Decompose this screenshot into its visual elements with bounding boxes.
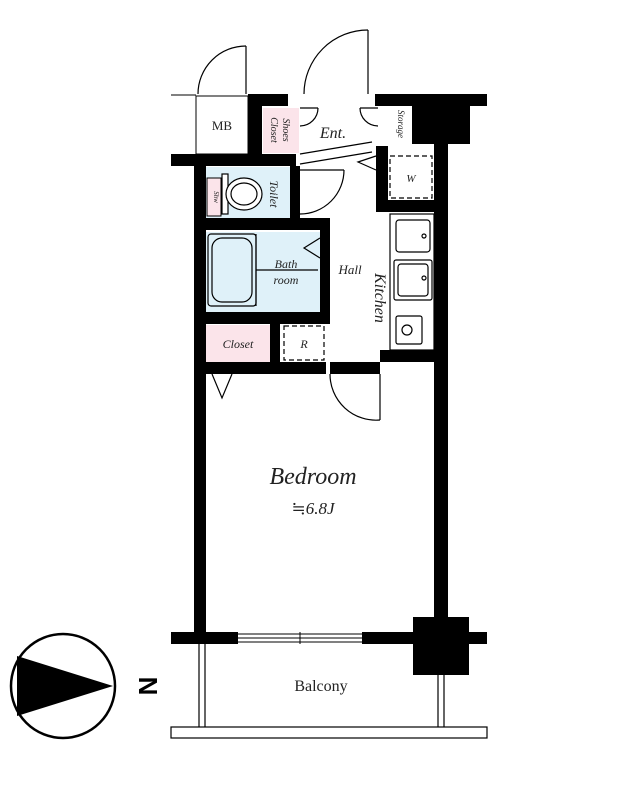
shoes-closet-fill <box>263 108 299 153</box>
bathtub-fixture <box>207 233 318 307</box>
storage-label: Storage <box>396 110 406 138</box>
balcony-label: Balcony <box>294 678 347 695</box>
balcony-structure <box>170 644 488 739</box>
refrigerator-area <box>283 325 325 361</box>
shower-label: Shw <box>212 191 220 203</box>
compass: N <box>9 632 163 740</box>
walls <box>171 94 487 675</box>
washer-label: W <box>406 173 416 185</box>
bathroom-label-1: Bath <box>275 257 298 271</box>
shower-fixture <box>206 177 222 217</box>
bathroom-label-2: room <box>274 273 299 287</box>
mb-box <box>195 95 249 155</box>
kitchen-label: Kitchen <box>371 272 388 323</box>
toilet-label: Toilet <box>267 181 281 209</box>
mb-label: MB <box>212 118 233 133</box>
closet-label: Closet <box>223 337 254 351</box>
refrigerator-label: R <box>299 337 308 351</box>
north-label: N <box>133 677 163 696</box>
kitchen-counter <box>389 213 435 351</box>
bedroom-label: Bedroom <box>269 464 356 490</box>
hall-label: Hall <box>337 262 362 277</box>
washer-area <box>389 155 433 199</box>
closet-fill <box>206 325 270 362</box>
shoes-closet-label-2: Closet <box>268 117 279 143</box>
doors <box>197 29 381 421</box>
toilet-fixture <box>221 173 263 215</box>
compass-arrow-icon <box>17 656 113 716</box>
shoes-closet-label-1: Shoes <box>280 118 291 141</box>
window <box>238 632 362 644</box>
bedroom-size-label: ≒6.8J <box>291 499 335 518</box>
entrance-label: Ent. <box>319 125 346 142</box>
